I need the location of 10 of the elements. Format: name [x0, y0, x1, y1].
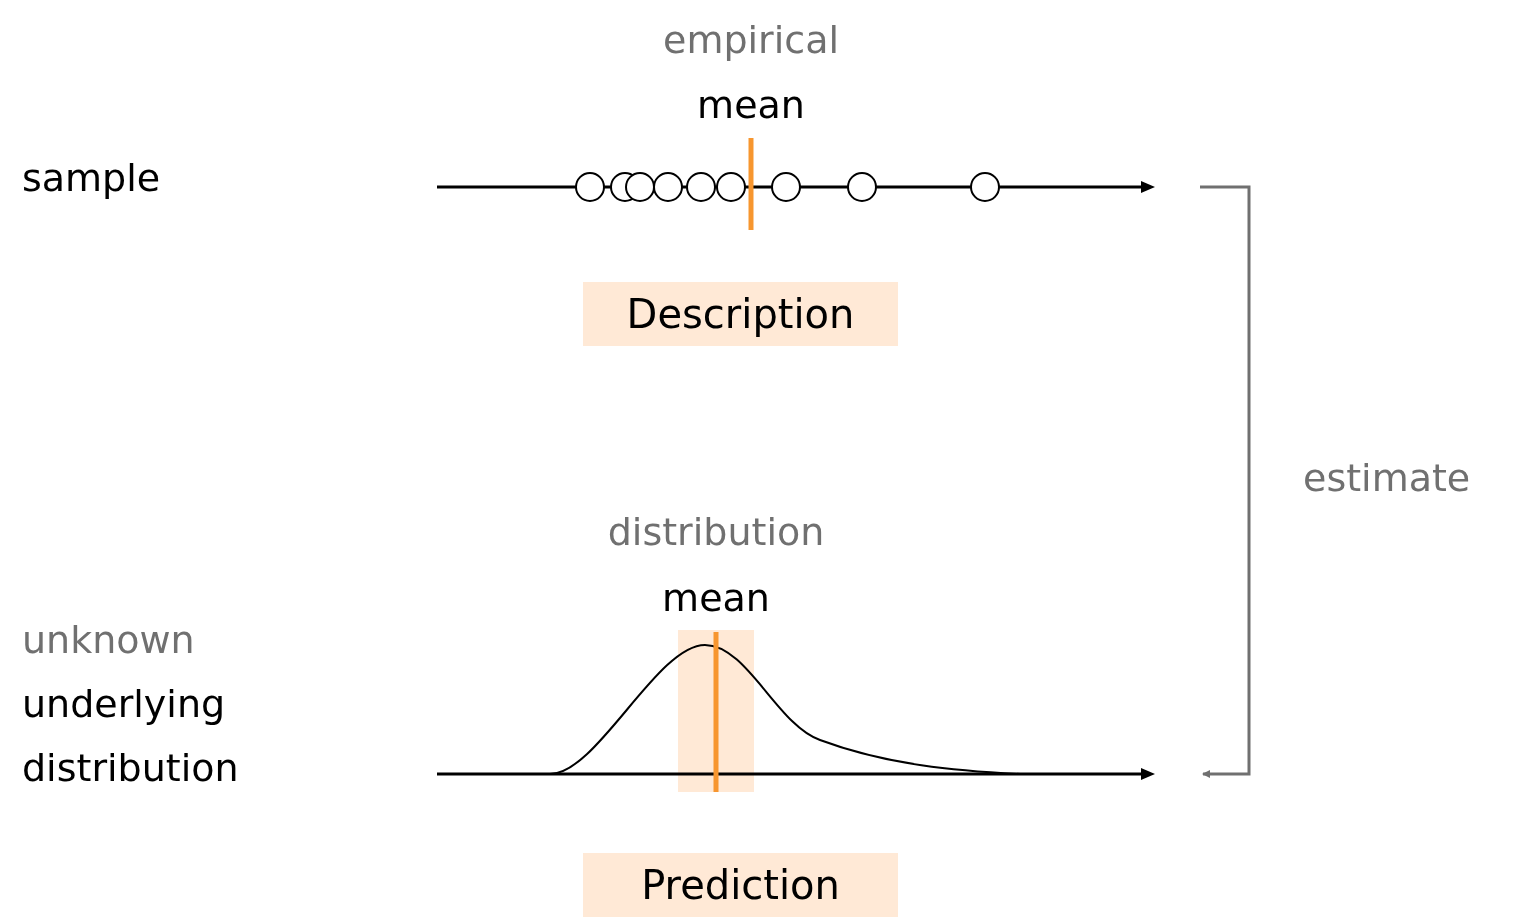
text-label: distribution [607, 509, 825, 556]
bracket-arrow [1200, 185, 1251, 778]
text-label: mean [697, 82, 805, 129]
text-label: unknown [22, 617, 196, 664]
highlight-box: Prediction [583, 853, 898, 917]
text-label: sample [22, 155, 162, 202]
text-label: mean [662, 575, 770, 622]
text-label: empirical [663, 17, 839, 64]
text-label: underlying distribution [22, 681, 240, 792]
highlight-box: Description [583, 282, 898, 346]
